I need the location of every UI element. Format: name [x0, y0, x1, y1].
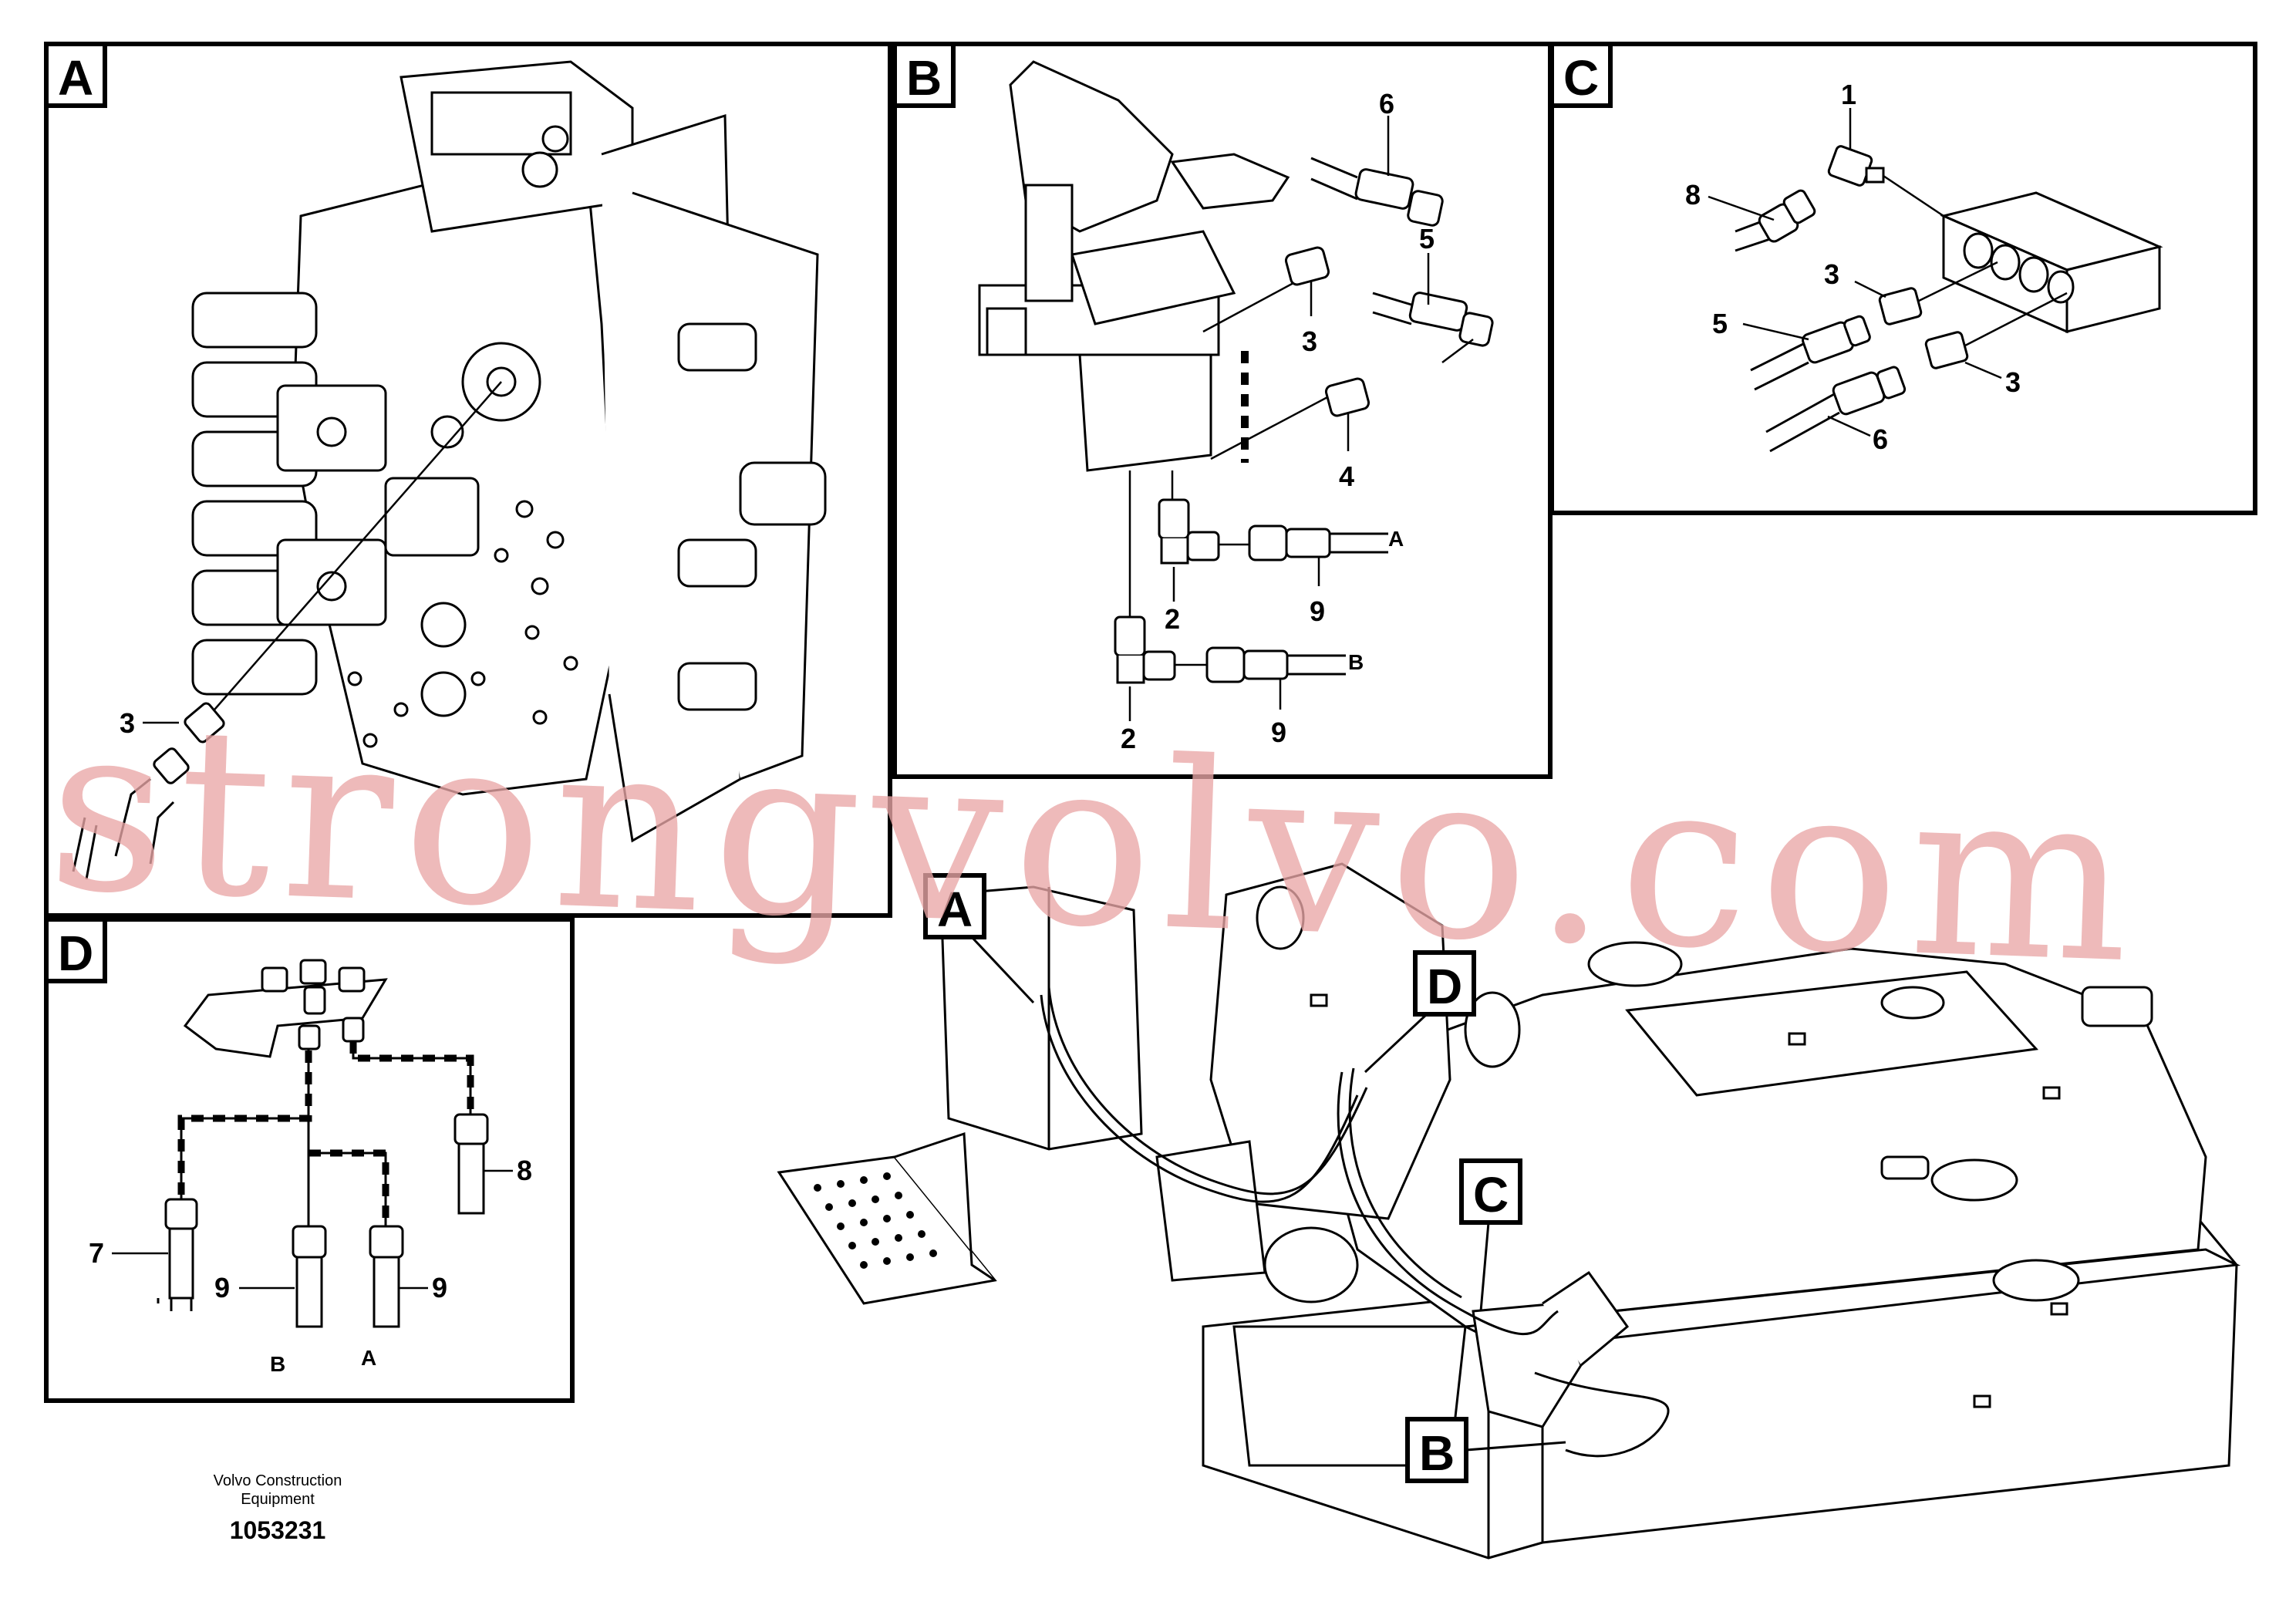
panel-c: 1 8 3 5 3 6 C [1549, 42, 2257, 515]
panel-b: 6 3 5 4 2 9 A [892, 42, 1553, 779]
callout-c-1: 1 [1841, 79, 1856, 110]
panel-d-label: D [58, 926, 93, 981]
callout-d-9-a: 9 [432, 1272, 447, 1303]
fitting-3 [72, 702, 225, 880]
hose-8 [453, 1113, 489, 1215]
hose-5 [1372, 292, 1494, 347]
callout-d-9-b: 9 [214, 1272, 230, 1303]
hose-end-d-b: B [270, 1352, 285, 1376]
hose-7 [157, 1198, 198, 1311]
panel-d: 7 9 B 9 A 8 D [44, 917, 575, 1403]
elbow-fitting-2-lower [1114, 615, 1346, 684]
overview-marker-d: D [1364, 950, 1476, 1074]
hose-end-a: A [1388, 527, 1404, 551]
bracket [183, 959, 388, 1058]
panel-a-label: A [58, 50, 93, 106]
panel-b-label: B [906, 50, 942, 106]
marker-a-label: A [937, 882, 973, 937]
panel-c-label: C [1563, 50, 1599, 106]
manifold-block [1940, 191, 2163, 334]
callout-b-3: 3 [1302, 325, 1317, 357]
company-line-2: Equipment [241, 1491, 315, 1508]
callout-c-3-upper: 3 [1824, 258, 1839, 290]
footer-company: Volvo Construction Equipment [154, 1472, 401, 1509]
overview-marker-b: B [1405, 1417, 1566, 1483]
hose-9-a [369, 1225, 404, 1328]
callout-c-6: 6 [1873, 423, 1888, 455]
hose-8 [1735, 189, 1816, 252]
marker-c-label: C [1473, 1167, 1509, 1222]
callout-b-6: 6 [1379, 88, 1394, 120]
callout-c-5: 5 [1712, 308, 1728, 339]
company-line-1: Volvo Construction [213, 1472, 342, 1489]
callout-b-2-lower: 2 [1121, 723, 1136, 754]
callout-b-9-upper: 9 [1310, 595, 1325, 627]
callout-b-5: 5 [1419, 223, 1435, 255]
hose-6 [1765, 366, 1907, 453]
marker-d-label: D [1427, 959, 1462, 1014]
callout-c-3-lower: 3 [2005, 366, 2021, 398]
callout-b-2-upper: 2 [1165, 603, 1180, 635]
control-valve-drawing [191, 60, 827, 843]
overview-marker-a: A [923, 873, 1035, 1004]
elbow-fitting-2-upper [1158, 498, 1388, 565]
callout-a-3: 3 [120, 707, 135, 739]
hose-end-d-a: A [361, 1346, 376, 1370]
pedal-valve-drawing [978, 60, 1290, 472]
callout-b-4: 4 [1339, 460, 1354, 492]
hose-end-b: B [1348, 650, 1364, 674]
callout-d-7: 7 [89, 1237, 104, 1269]
overview-hoses [1040, 986, 1670, 1458]
callout-c-8: 8 [1685, 179, 1701, 211]
panel-a: 3 A [44, 42, 892, 918]
marker-b-label: B [1419, 1425, 1455, 1481]
drawing-number: 1053231 [229, 1516, 326, 1544]
step-grid [814, 1172, 937, 1269]
overview-marker-c: C [1459, 1158, 1522, 1312]
callout-b-9-lower: 9 [1271, 717, 1286, 748]
hose-5 [1750, 315, 1871, 391]
callout-d-8: 8 [517, 1155, 532, 1186]
hose-6 [1310, 157, 1444, 227]
hose-9-b [292, 1225, 327, 1328]
